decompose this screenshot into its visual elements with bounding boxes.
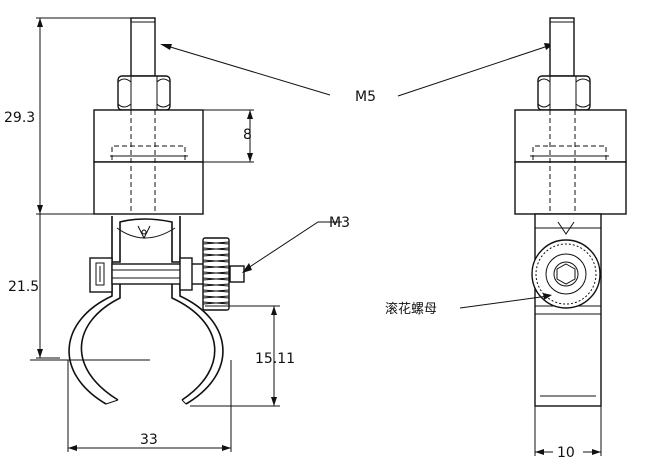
label-knurled-nut: 滚花螺母 bbox=[385, 301, 437, 317]
side-threaded-rod bbox=[549, 17, 575, 77]
front-hex-nut bbox=[117, 75, 171, 111]
front-upper-block bbox=[93, 109, 204, 163]
dim-21-5: 21.5 bbox=[8, 279, 39, 295]
front-threaded-rod bbox=[130, 17, 156, 77]
side-view: 滚花螺母 10 bbox=[385, 17, 627, 461]
dim-15-11: 15.11 bbox=[255, 351, 295, 367]
side-lower-block bbox=[514, 161, 627, 215]
dim-8: 8 bbox=[243, 127, 252, 143]
front-knurled-nut bbox=[202, 237, 230, 311]
side-hex-nut bbox=[537, 75, 591, 111]
dim-33: 33 bbox=[140, 432, 158, 448]
dim-10: 10 bbox=[557, 445, 575, 461]
label-m5: M5 bbox=[355, 89, 376, 105]
side-upper-block bbox=[514, 109, 627, 163]
side-knurled-nut bbox=[531, 239, 601, 309]
front-m3-screw bbox=[89, 257, 245, 293]
front-lower-block bbox=[93, 161, 204, 215]
label-m3: M3 bbox=[329, 215, 350, 231]
front-view: 29.3 8 21.5 15.11 33 M3 bbox=[4, 17, 350, 452]
front-clamp-band bbox=[68, 216, 224, 405]
dim-29-3: 29.3 bbox=[4, 110, 35, 126]
